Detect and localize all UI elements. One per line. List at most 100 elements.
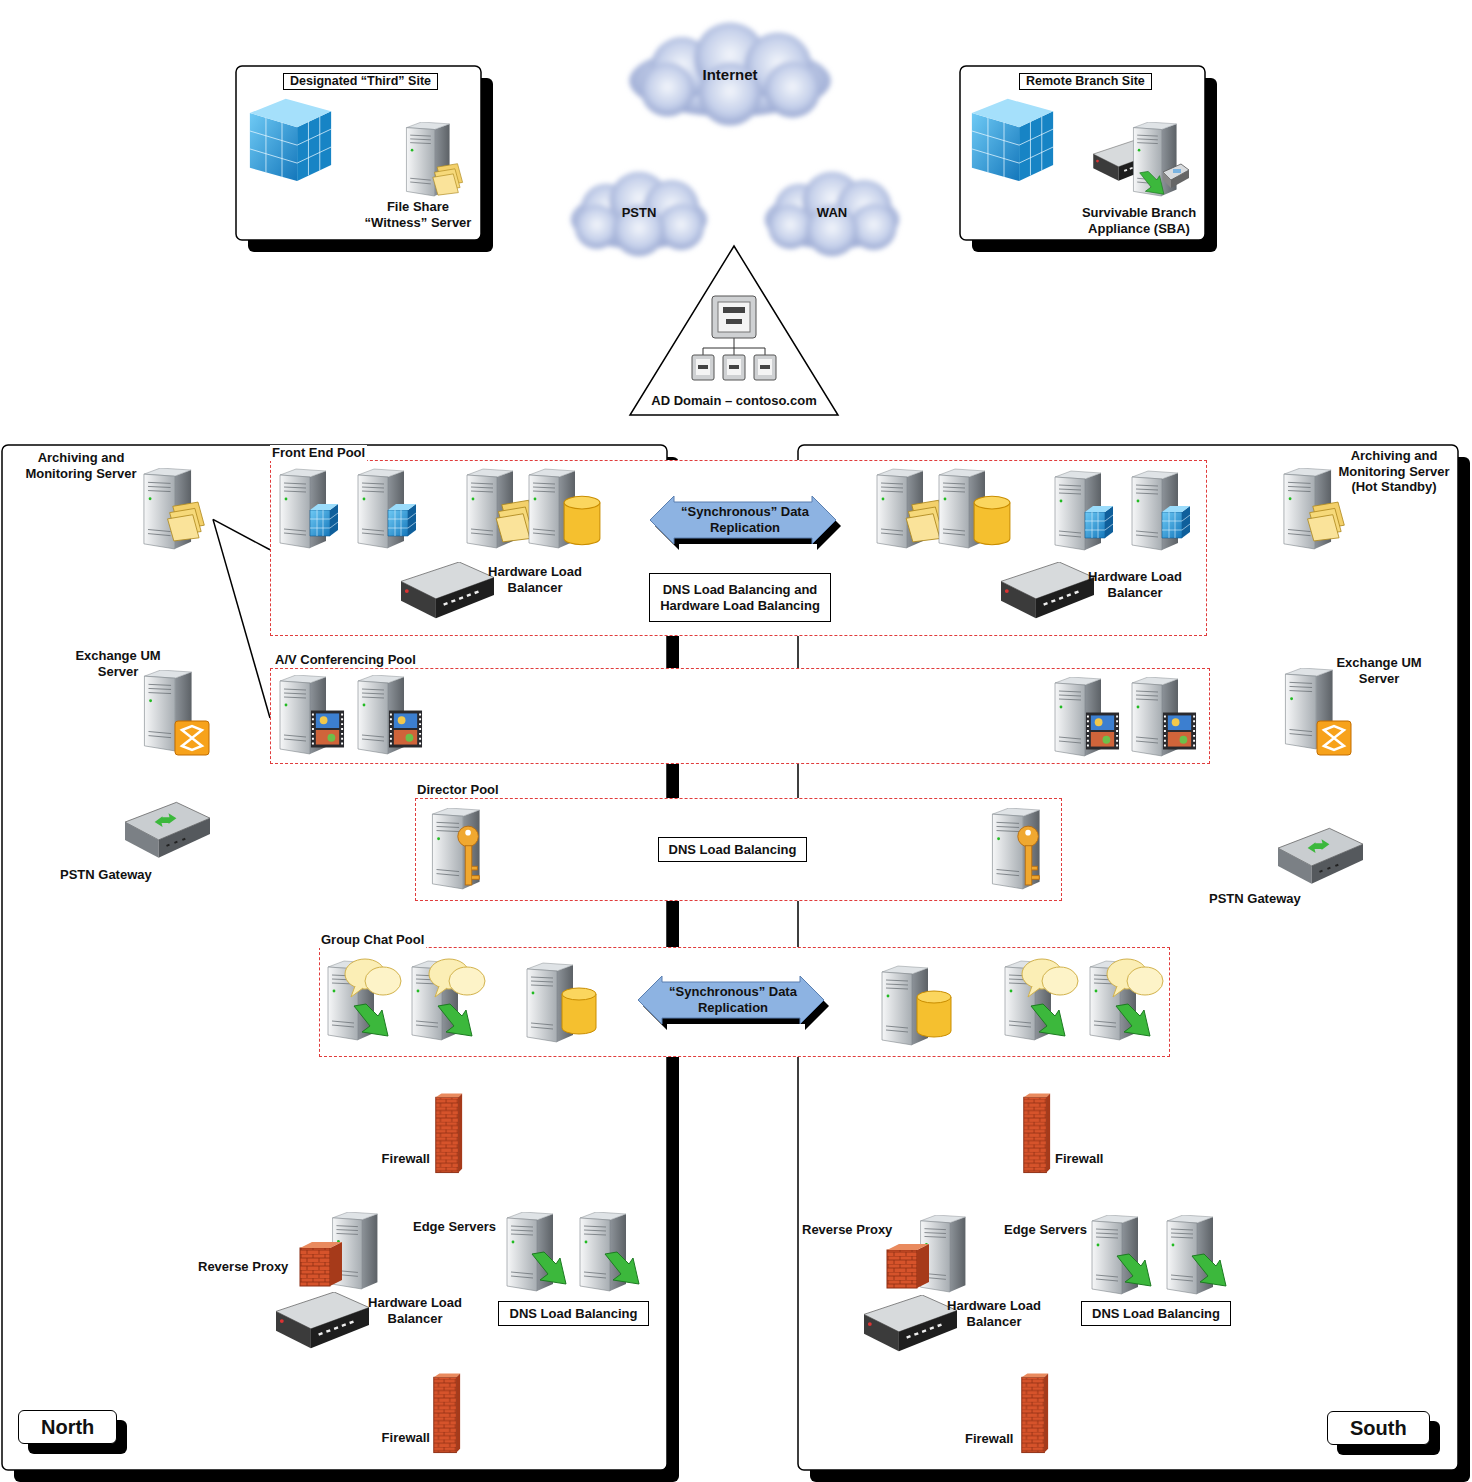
firewall-icon (434, 1374, 460, 1453)
node-label: PSTN Gateway (60, 867, 160, 883)
green-arrow-icon (532, 1252, 566, 1284)
node-label: AD Domain – contoso.com (628, 393, 840, 409)
pool-fill (270, 668, 1210, 764)
equipment-node: Firewall (1018, 1088, 1113, 1180)
film-icon (389, 711, 422, 748)
group-title: Designated “Third” Site (283, 73, 438, 90)
exchange-icon (1317, 721, 1351, 755)
load-balancer-icon (276, 1292, 369, 1348)
site-panel: File Share “Witness” Server Designated “T… (236, 66, 481, 240)
box-label: DNS Load Balancing (1092, 1306, 1220, 1322)
group-title: Director Pool (415, 782, 501, 798)
equipment-node: Hardware Load Balancer (998, 562, 1188, 628)
box-label: DNS Load Balancing and Hardware Load Bal… (654, 582, 826, 613)
equipment-node: PSTN Gateway (1207, 824, 1363, 908)
connector-line (213, 519, 270, 718)
node-label: Exchange UM Server (68, 648, 168, 679)
domain-triangle: AD Domain – contoso.com (628, 244, 840, 418)
server-pool: “Synchronous” Data ReplicationHardware L… (270, 460, 1207, 636)
equipment-node: Archiving and Monitoring Server (18, 448, 213, 550)
brick-wall-icon (300, 1242, 342, 1286)
building-icon (972, 99, 1053, 181)
exchange-icon (175, 721, 209, 755)
box-label: DNS Load Balancing (669, 842, 797, 858)
replication-arrow: “Synchronous” Data Replication (638, 976, 830, 1032)
equipment-node: Archiving and Monitoring Server (Hot Sta… (1278, 446, 1456, 552)
label-box: DNS Load Balancing (1081, 1301, 1231, 1326)
arrow-body (650, 496, 836, 544)
key-icon (458, 826, 479, 885)
equipment-node: Firewall (372, 1088, 467, 1180)
chat-icon (345, 959, 401, 997)
equipment-node: Edge Servers (1003, 1212, 1235, 1294)
phone-icon (1163, 164, 1189, 188)
node-label: Archiving and Monitoring Server (20, 450, 142, 481)
building-icon (250, 99, 331, 181)
node-label: Hardware Load Balancer (485, 564, 585, 595)
node-label: Internet (610, 66, 850, 84)
node-label: Hardware Load Balancer (365, 1295, 465, 1326)
equipment-node: Edge Servers (413, 1210, 648, 1290)
green-arrow-icon (438, 1004, 472, 1036)
database-icon (564, 496, 600, 544)
green-arrow-icon (605, 1252, 639, 1284)
label-box: DNS Load Balancing (498, 1301, 649, 1326)
database-icon (974, 496, 1010, 544)
folder-icon (168, 502, 205, 541)
pool-fill (270, 460, 1207, 636)
brick-wall-icon (887, 1244, 929, 1288)
pool-fill (415, 798, 1062, 901)
node-label: File Share “Witness” Server (358, 199, 478, 230)
node-label: “Synchronous” Data Replication (648, 984, 818, 1015)
node-label: “Synchronous” Data Replication (660, 504, 830, 535)
tri-shape (628, 244, 840, 418)
load-balancer-icon (1001, 562, 1094, 618)
node-label: Hardware Load Balancer (944, 1298, 1044, 1329)
key-icon (1018, 826, 1039, 885)
label-box: DNS Load Balancing (658, 837, 807, 862)
group-title: Remote Branch Site (1019, 73, 1152, 90)
server-pool: A/V Conferencing Pool (270, 668, 1210, 764)
server-icon (992, 808, 1039, 889)
chat-icon (1022, 959, 1078, 997)
group-title: North (18, 1410, 117, 1444)
server-icon (432, 808, 479, 889)
green-arrow-icon (1116, 1004, 1150, 1036)
cube-icon (310, 504, 338, 536)
group-title: Group Chat Pool (319, 932, 426, 948)
node-label: Firewall (965, 1431, 1023, 1447)
group-title: Front End Pool (270, 445, 367, 461)
film-icon (1163, 713, 1196, 750)
domain-icon (692, 296, 776, 380)
node-label: Archiving and Monitoring Server (Hot Sta… (1333, 448, 1455, 495)
equipment-node: Hardware Load Balancer (273, 1290, 468, 1360)
database-icon (917, 991, 951, 1037)
pool-fill (319, 947, 1170, 1057)
node-label: Firewall (372, 1430, 430, 1446)
site-panel: Archiving and Monitoring ServerExchange … (2, 445, 667, 1470)
cube-icon (388, 504, 416, 536)
chat-icon (429, 959, 485, 997)
folder-icon (433, 164, 463, 195)
equipment-node: Firewall (960, 1368, 1055, 1463)
green-arrow-icon (1117, 1254, 1151, 1286)
cube-icon (1162, 506, 1190, 538)
firewall-icon (1024, 1094, 1050, 1173)
database-icon (562, 988, 596, 1034)
cube-icon (1085, 506, 1113, 538)
firewall-icon (1022, 1374, 1048, 1453)
site-panel-outline (960, 66, 1205, 240)
folder-icon (1308, 502, 1345, 541)
chat-icon (1107, 959, 1163, 997)
equipment-node: File Share “Witness” Server (356, 118, 480, 236)
node-label: Hardware Load Balancer (1085, 569, 1185, 600)
server-pool: DNS Load BalancingDirector Pool (415, 798, 1062, 901)
load-balancer-icon (864, 1295, 957, 1351)
node-label: Survivable Branch Appliance (SBA) (1075, 205, 1203, 236)
server-pool: “Synchronous” Data ReplicationGroup Chat… (319, 947, 1170, 1057)
equipment-node: Survivable Branch Appliance (SBA) (1072, 118, 1204, 238)
green-arrow-icon (1192, 1254, 1226, 1286)
node-label: WAN (752, 205, 912, 221)
triangle-outline (630, 246, 838, 415)
